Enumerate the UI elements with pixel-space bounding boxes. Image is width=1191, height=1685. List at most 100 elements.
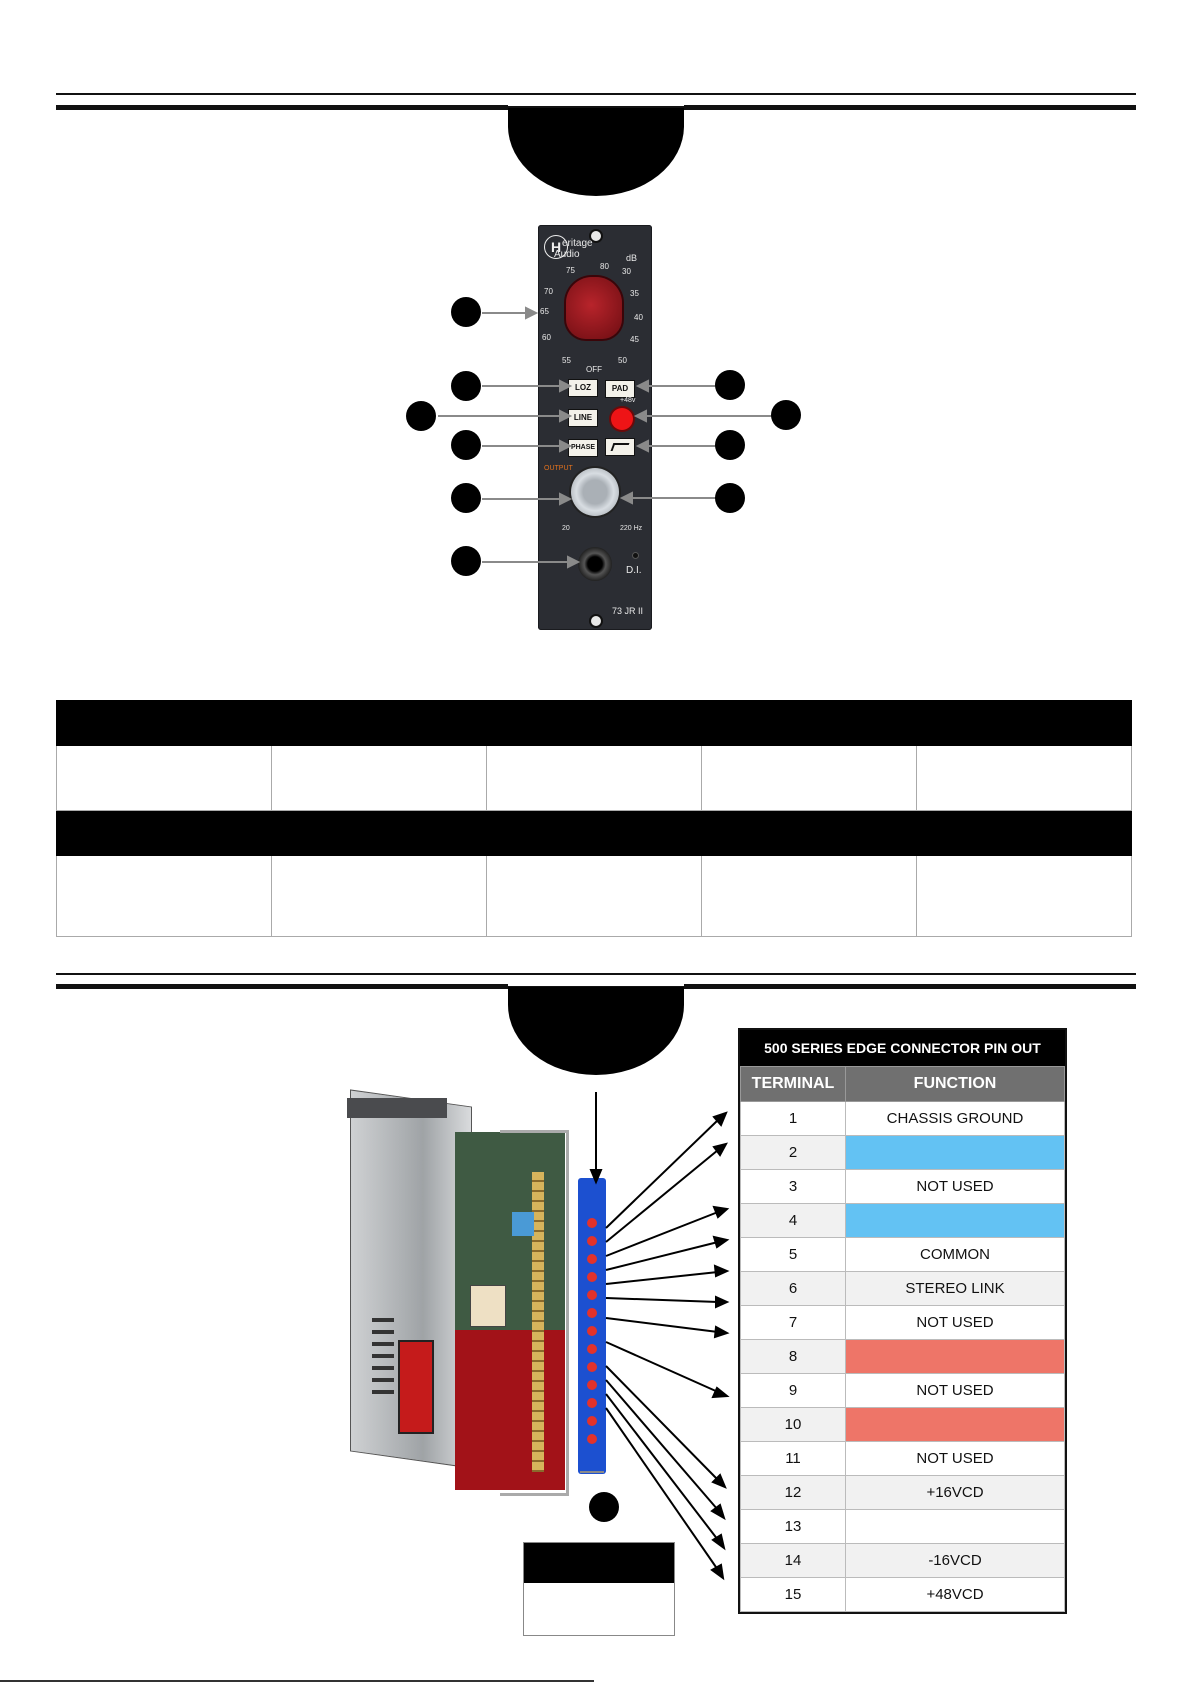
gain-mark-30: 30 bbox=[622, 267, 631, 276]
gain-unit: dB bbox=[626, 253, 638, 263]
terminal-cell: 5 bbox=[740, 1237, 846, 1272]
pad-button[interactable]: PAD bbox=[605, 380, 635, 398]
callout-marker bbox=[451, 546, 481, 576]
loz-button[interactable]: LOZ bbox=[568, 379, 598, 397]
chassis-vent bbox=[372, 1378, 394, 1382]
connector-pin bbox=[587, 1308, 597, 1318]
mini-table-body bbox=[524, 1583, 674, 1635]
section-badge-gap bbox=[508, 980, 684, 986]
callout-marker bbox=[715, 370, 745, 400]
spec-header-cell bbox=[916, 810, 1132, 856]
terminal-cell: 13 bbox=[740, 1509, 846, 1544]
gain-mark-45: 45 bbox=[630, 335, 639, 344]
spec-cell bbox=[701, 855, 917, 937]
phantom-label: +48v bbox=[620, 397, 636, 404]
pinout-row: 2 bbox=[740, 1135, 1065, 1170]
mini-table-header bbox=[524, 1543, 674, 1583]
output-label: OUTPUT bbox=[544, 465, 573, 472]
gain-mark-55: 55 bbox=[562, 356, 571, 365]
gain-knob[interactable] bbox=[566, 277, 622, 339]
gain-mark-75: 75 bbox=[566, 266, 575, 275]
line-button[interactable]: LINE bbox=[568, 409, 598, 427]
pinout-row: 15+48VCD bbox=[740, 1577, 1065, 1612]
section-rule-thick bbox=[56, 105, 1136, 110]
spec-cell bbox=[271, 855, 487, 937]
function-cell: COMMON bbox=[845, 1237, 1065, 1272]
pinout-title: 500 SERIES EDGE CONNECTOR PIN OUT bbox=[740, 1030, 1065, 1066]
section-badge bbox=[508, 987, 684, 1075]
terminal-header: TERMINAL bbox=[740, 1066, 846, 1102]
gain-mark-40: 40 bbox=[634, 313, 643, 322]
callout-marker bbox=[451, 371, 481, 401]
terminal-cell: 11 bbox=[740, 1441, 846, 1476]
spec-cell bbox=[916, 745, 1132, 811]
spec-header-row bbox=[56, 810, 1132, 856]
di-input-jack[interactable] bbox=[578, 547, 612, 581]
hpf-high-label: 220 Hz bbox=[620, 525, 643, 532]
spec-cell bbox=[486, 745, 702, 811]
phantom-power-button[interactable] bbox=[611, 408, 633, 430]
callout-marker bbox=[715, 483, 745, 513]
connector-pin bbox=[587, 1398, 597, 1408]
spec-header-cell bbox=[486, 700, 702, 746]
model-label: 73 JR II bbox=[612, 606, 644, 616]
connector-pin bbox=[587, 1236, 597, 1246]
function-cell: CHASSIS GROUND bbox=[845, 1101, 1065, 1136]
pinout-table: 500 SERIES EDGE CONNECTOR PIN OUT TERMIN… bbox=[738, 1028, 1067, 1614]
connector-pin bbox=[587, 1416, 597, 1426]
function-cell bbox=[845, 1339, 1065, 1374]
spec-cell bbox=[271, 745, 487, 811]
callout-marker bbox=[771, 400, 801, 430]
hpf-button[interactable] bbox=[605, 438, 635, 456]
spec-body-row bbox=[56, 745, 1132, 811]
function-cell: STEREO LINK bbox=[845, 1271, 1065, 1306]
pcb-edge-connector bbox=[532, 1172, 544, 1472]
edge-connector-socket bbox=[578, 1178, 606, 1474]
terminal-cell: 2 bbox=[740, 1135, 846, 1170]
function-cell: NOT USED bbox=[845, 1373, 1065, 1408]
hpf-low-label: 20 bbox=[562, 525, 570, 532]
callout-marker bbox=[451, 430, 481, 460]
spec-header-cell bbox=[701, 700, 917, 746]
connector-pin bbox=[587, 1362, 597, 1372]
chassis-vent bbox=[372, 1366, 394, 1370]
callout-lines-upper bbox=[438, 306, 772, 569]
spec-header-cell bbox=[701, 810, 917, 856]
function-cell bbox=[845, 1407, 1065, 1442]
mini-table bbox=[523, 1542, 675, 1636]
gain-mark-35: 35 bbox=[630, 289, 639, 298]
terminal-cell: 15 bbox=[740, 1577, 846, 1612]
pinout-row: 12+16VCD bbox=[740, 1475, 1065, 1510]
di-label: D.I. bbox=[626, 565, 642, 576]
pinout-row: 10 bbox=[740, 1407, 1065, 1442]
output-hpf-knob[interactable] bbox=[571, 468, 619, 516]
gain-mark-50: 50 bbox=[618, 356, 627, 365]
chassis-top-bracket bbox=[347, 1098, 447, 1118]
terminal-cell: 7 bbox=[740, 1305, 846, 1340]
module-relay bbox=[470, 1285, 506, 1327]
spec-cell bbox=[916, 855, 1132, 937]
footer-rule bbox=[0, 1680, 594, 1682]
function-cell: NOT USED bbox=[845, 1169, 1065, 1204]
terminal-cell: 10 bbox=[740, 1407, 846, 1442]
pinout-row: 13 bbox=[740, 1509, 1065, 1544]
spec-body-row bbox=[56, 855, 1132, 937]
chassis-vent bbox=[372, 1390, 394, 1394]
phase-button[interactable]: PHASE bbox=[568, 439, 598, 457]
connector-pin bbox=[587, 1272, 597, 1282]
spec-header-cell bbox=[486, 810, 702, 856]
spec-header-cell bbox=[56, 810, 272, 856]
section-rule-thick bbox=[56, 984, 1136, 989]
function-cell bbox=[845, 1509, 1065, 1544]
spec-header-cell bbox=[271, 700, 487, 746]
function-cell: -16VCD bbox=[845, 1543, 1065, 1578]
connector-pin bbox=[587, 1326, 597, 1336]
